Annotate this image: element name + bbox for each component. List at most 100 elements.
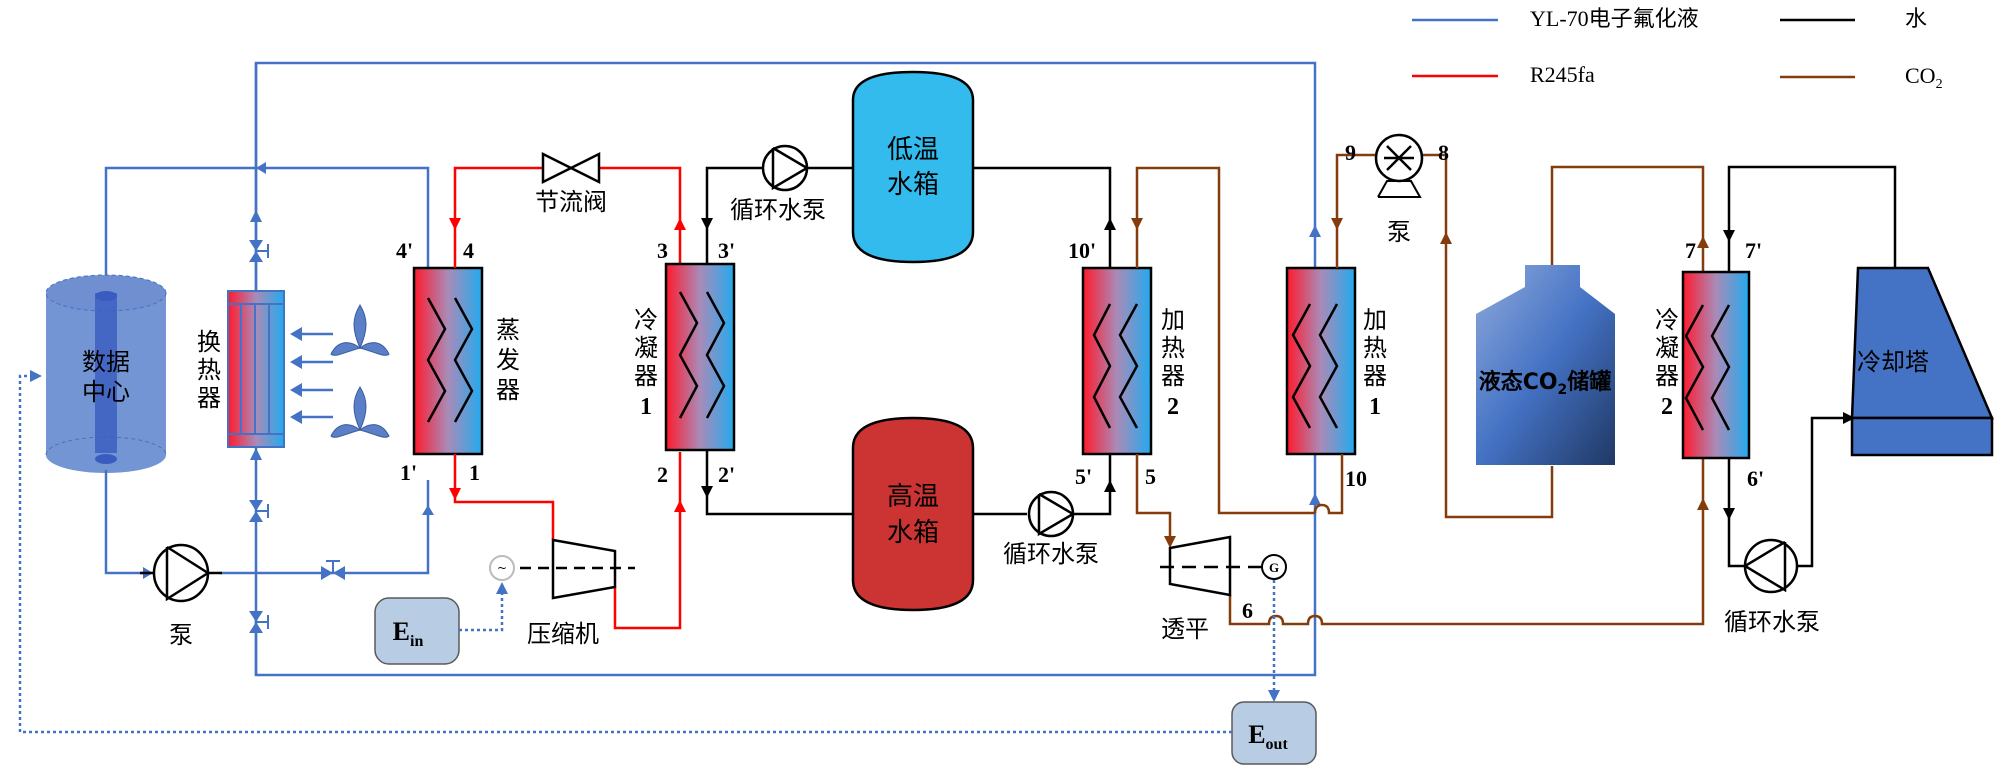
arrow-icon — [1268, 690, 1280, 702]
state-point-5: 5 — [1145, 464, 1156, 489]
state-point-10: 10 — [1345, 466, 1367, 491]
arrow-icon — [1697, 236, 1709, 248]
arrow-icon — [701, 218, 713, 230]
arrow-icon — [496, 582, 508, 594]
circulation-pump-top[interactable]: 循环水泵 — [730, 144, 826, 224]
evaporator-label-1: 蒸 — [496, 316, 520, 344]
arrow-icon — [1843, 412, 1855, 424]
valve-hx-bottom[interactable] — [249, 611, 269, 633]
r245fa-loop — [449, 166, 686, 630]
state-point-6p: 6' — [1747, 466, 1764, 491]
state-point-2: 2 — [657, 462, 668, 487]
valve-hx-top[interactable] — [249, 240, 269, 262]
arrow-icon — [1104, 218, 1116, 230]
arrow-icon — [290, 410, 302, 424]
circ-pump-mid-label: 循环水泵 — [1003, 540, 1099, 568]
hx-label-2: 热 — [197, 356, 221, 384]
turbine[interactable]: 透平 — [1160, 535, 1262, 643]
evaporator-label-2: 发 — [496, 346, 520, 374]
motor: ~ — [489, 555, 515, 581]
arrow-icon — [1440, 232, 1452, 244]
heater-1: 加 热 器 1 — [1285, 266, 1387, 456]
arrow-icon — [449, 488, 461, 500]
state-point-4p: 4' — [396, 238, 413, 263]
arrow-icon — [1131, 218, 1143, 230]
state-point-5p: 5' — [1075, 464, 1092, 489]
co2-pump-label: 泵 — [1387, 218, 1411, 246]
pipe-co2-turbine-c2 — [1228, 457, 1705, 626]
pipe-yl70-dc-pump — [104, 470, 150, 575]
arrow-icon — [290, 355, 302, 369]
motor-symbol: ~ — [497, 561, 507, 575]
state-point-9: 9 — [1345, 140, 1356, 165]
throttle-valve[interactable]: 节流阀 — [535, 151, 607, 216]
arrow-icon — [1309, 493, 1321, 505]
pump-yl70-label: 泵 — [169, 621, 193, 649]
arrow-icon — [1723, 230, 1735, 242]
datacenter-label-2: 中心 — [82, 378, 130, 406]
pipe-yl70-pump-evap — [220, 480, 430, 575]
arrow-icon — [1104, 480, 1116, 492]
co2-storage-tank: 液态CO2储罐 — [1476, 265, 1615, 465]
arrow-icon — [1697, 498, 1709, 510]
legend-label-yl70: YL-70电子氟化液 — [1530, 6, 1699, 31]
co2-tank-label: 液态CO2储罐 — [1479, 369, 1612, 398]
pipe-water-c2-pump — [1727, 458, 1745, 568]
condenser2-label-1: 冷 — [1655, 306, 1679, 334]
compressor[interactable]: 压缩机 — [520, 538, 635, 648]
high-tank-label-1: 高温 — [887, 482, 939, 512]
pipe-r245fa-comp-cond — [613, 452, 682, 630]
evaporator: 蒸 发 器 — [412, 266, 520, 456]
arrow-icon — [701, 486, 713, 498]
pipe-yl70-upper — [104, 166, 430, 300]
condenser-1: 冷 凝 器 1 — [634, 262, 736, 452]
state-point-8: 8 — [1438, 140, 1449, 165]
pipe-co2-h2-turbine — [1135, 454, 1172, 538]
co2-loop — [1131, 153, 1709, 626]
arrow-icon — [256, 162, 266, 174]
state-point-7: 7 — [1685, 238, 1696, 263]
arrow-icon — [449, 218, 461, 230]
cooling-tower: 冷却塔 — [1850, 266, 1994, 457]
cooling-tower-label: 冷却塔 — [1857, 348, 1929, 376]
circ-pump-top-label: 循环水泵 — [730, 196, 826, 224]
legend-label-co2: CO2 — [1905, 63, 1943, 92]
compressor-label: 压缩机 — [527, 620, 599, 648]
heater1-label-1: 加 — [1363, 306, 1387, 334]
valve-hx-mid[interactable] — [249, 500, 269, 522]
legend-label-r245fa: R245fa — [1530, 62, 1595, 87]
water-loop — [701, 166, 1116, 516]
condenser1-label-4: 1 — [640, 394, 652, 420]
condenser1-label-3: 器 — [634, 362, 658, 390]
fan-icon — [330, 386, 390, 438]
arrow-icon — [1164, 536, 1176, 548]
heater-2: 加 热 器 2 — [1081, 266, 1185, 456]
valve-bypass[interactable] — [321, 560, 345, 580]
state-point-7p: 7' — [1745, 238, 1762, 263]
pipe-co2-h2-top — [1135, 166, 1315, 515]
legend: YL-70电子氟化液 水 R245fa CO2 — [1412, 6, 1943, 92]
arrow-icon — [290, 383, 302, 397]
condenser1-label-2: 凝 — [634, 334, 658, 362]
pump-yl70[interactable]: 泵 — [140, 543, 222, 649]
co2-pump[interactable]: 泵 — [1374, 133, 1424, 246]
arrow-icon — [30, 370, 42, 382]
heater2-label-1: 加 — [1161, 306, 1185, 334]
power-line-in — [459, 590, 504, 632]
heater2-label-4: 2 — [1167, 394, 1179, 420]
condenser1-label-1: 冷 — [634, 306, 658, 334]
state-point-10p: 10' — [1068, 238, 1096, 263]
pipe-co2-tank-c2 — [1550, 165, 1705, 272]
pipe-water-tower-c2 — [1727, 165, 1897, 272]
circulation-pump-mid[interactable]: 循环水泵 — [1003, 490, 1099, 568]
condenser-2: 冷 凝 器 2 — [1655, 270, 1751, 460]
e-in-label: Ein — [393, 617, 424, 650]
airflow-arrows — [290, 327, 333, 424]
state-point-3p: 3' — [718, 238, 735, 263]
throttle-valve-label: 节流阀 — [535, 188, 607, 216]
circulation-pump-right[interactable]: 循环水泵 — [1724, 538, 1820, 636]
datacenter-label-1: 数据 — [82, 348, 130, 376]
heater2-label-3: 器 — [1161, 362, 1185, 390]
low-temp-tank: 低温 水箱 — [851, 70, 975, 264]
